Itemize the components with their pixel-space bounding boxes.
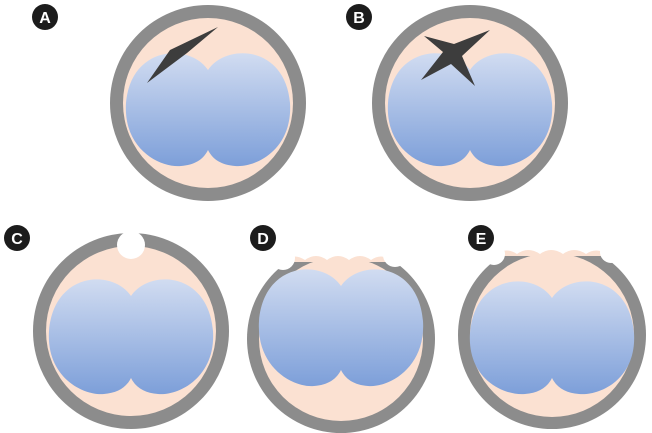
cell-pair	[126, 53, 290, 166]
ring-hole	[117, 231, 145, 259]
cell-pair	[259, 269, 423, 386]
panel-d: D	[240, 225, 440, 433]
cell-pair	[49, 279, 213, 394]
label-b: B	[353, 10, 365, 27]
ring-bite	[271, 246, 295, 270]
cell-pair	[470, 281, 634, 394]
cell-pair	[388, 53, 552, 166]
label-d: D	[257, 231, 269, 248]
panel-c: C	[4, 225, 229, 429]
label-a: A	[39, 10, 51, 27]
ring-bite	[383, 243, 407, 267]
panel-a: A	[32, 4, 306, 201]
panel-e: E	[455, 225, 652, 429]
label-c: C	[11, 231, 23, 248]
ring-bite	[600, 241, 622, 263]
label-e: E	[476, 231, 487, 248]
panel-b: B	[346, 4, 568, 201]
